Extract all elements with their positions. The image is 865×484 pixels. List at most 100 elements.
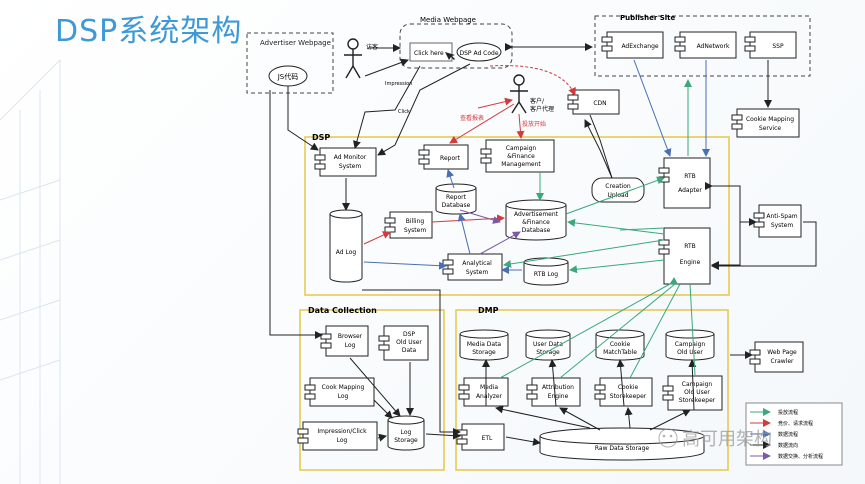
campaign-storekeeper-label-3: Storekeeper (679, 397, 716, 404)
media-webpage-label: Media Webpage (420, 16, 476, 24)
legend-label-4: 数据流向 (778, 442, 798, 449)
customer-label-2: 客户代理 (530, 105, 554, 113)
media-data-storage-label-1: Media Data (467, 341, 502, 348)
click-here-box[interactable] (409, 42, 453, 62)
impression-click-log-label-2: Log (337, 437, 348, 444)
campaign-old-user-label-1: Campaign (675, 341, 706, 348)
attribution-engine-label-1: Attribution (542, 384, 574, 391)
analytical-system-box (447, 253, 503, 281)
browser-log-label-1: Browser (338, 333, 363, 340)
analytical-system-label-1: Analytical (462, 260, 492, 267)
log-storage-label-2: Storage (394, 437, 418, 444)
cook-mapping-log-label-2: Log (338, 393, 349, 400)
anti-spam-box (758, 204, 802, 238)
visitor-label: 访客 (366, 43, 378, 51)
adfin-db-label-1: Advertisement (514, 211, 559, 218)
adfin-db-label-3: Database (522, 227, 551, 234)
media-analyzer-label-1: Media (480, 384, 498, 391)
click-edge-label: Click (398, 109, 410, 115)
advertiser-webpage-box (246, 32, 334, 94)
dsp-old-user-label-3: Data (402, 347, 417, 354)
anti-spam-label-2: System (771, 222, 794, 229)
browser-log-label-2: Log (345, 342, 356, 349)
connectors (269, 43, 817, 446)
cookie-storekeeper-box (599, 377, 653, 407)
ad-log-label: Ad Log (336, 249, 357, 256)
user-data-storage-cylinder (525, 329, 571, 361)
report-database-cylinder (435, 183, 477, 215)
dsp-ad-code-label: DSP Ad Code (459, 50, 498, 57)
dsp-old-user-label-2: Old User (396, 339, 422, 346)
cookie-matchtable-label-1: Cookie (610, 341, 631, 348)
campaign-storekeeper-label-2: Old User (684, 389, 710, 396)
campaign-start-label: 投放开始 (522, 120, 546, 128)
campaign-storekeeper-label-1: Campaign (682, 381, 713, 388)
cookie-mapping-service-label-2: Service (759, 125, 781, 132)
publisher-site-label: Publisher Site (620, 14, 675, 22)
campaign-finance-box (485, 139, 555, 173)
advertisement-finance-db-cylinder (505, 199, 567, 241)
ad-monitor-label-1: Ad Monitor (334, 154, 367, 161)
report-box (423, 144, 469, 170)
view-report-label: 查看报表 (460, 114, 484, 122)
adexchange-label: AdExchange (621, 43, 658, 50)
legend-label-1: 投放流程 (778, 409, 798, 416)
dsp-region-label: DSP (312, 133, 330, 142)
report-database-label-1: Report (446, 194, 467, 201)
legend-label-5: 数据交换、分析流程 (778, 453, 823, 460)
log-storage-label-1: Log (401, 429, 412, 436)
rtb-engine-label-2: Engine (680, 259, 701, 266)
analytical-system-label-2: System (466, 269, 489, 276)
user-data-storage-label-1: User Data (533, 341, 563, 348)
campaign-finance-label-1: Campaign (506, 145, 537, 152)
campaign-old-user-label-2: Old User (677, 349, 703, 356)
log-storage-cylinder (387, 415, 425, 451)
rtb-adapter-label-2: Adapter (678, 187, 702, 194)
ssp-label: SSP (772, 43, 784, 50)
wechat-icon (658, 428, 678, 448)
dmp-region-label: DMP (478, 306, 499, 315)
ad-monitor-box (319, 147, 377, 177)
customer-actor-icon (510, 74, 528, 114)
campaign-finance-label-2: &Finance (507, 153, 535, 160)
cookie-storekeeper-label-2: Storekeeper (610, 393, 647, 400)
adnetwork-box (679, 31, 737, 59)
etl-box (461, 423, 505, 451)
legend-label-3: 数据流程 (778, 431, 798, 438)
ad-monitor-label-2: System (339, 163, 362, 170)
billing-system-box (389, 211, 433, 239)
page-title: DSP系统架构 (55, 14, 243, 49)
billing-system-label-1: Billing (406, 218, 425, 225)
campaign-old-user-cylinder (665, 329, 715, 361)
dsp-ad-code-ellipse (456, 42, 502, 62)
raw-data-storage-label: Raw Data Storage (595, 445, 650, 452)
impression-click-log-box (302, 421, 378, 451)
campaign-finance-label-3: Management (501, 161, 541, 168)
web-page-crawler-label-1: Web Page (767, 349, 797, 356)
media-data-storage-label-2: Storage (472, 349, 496, 356)
cookie-mapping-service-label-1: Cookie Mapping (746, 116, 794, 123)
adfin-db-label-2: &Finance (522, 219, 550, 226)
rtb-adapter-box (663, 157, 711, 209)
media-analyzer-label-2: Analyzer (476, 393, 503, 400)
cook-mapping-log-label-1: Cook Mapping (322, 384, 365, 391)
rtb-engine-box (663, 227, 711, 285)
customer-label-1: 客户/ (530, 97, 545, 105)
js-code-label: JS代码 (277, 72, 299, 81)
cursor-icon (445, 52, 455, 60)
user-data-storage-label-2: Storage (536, 349, 560, 356)
cookie-matchtable-label-2: MatchTable (603, 349, 637, 356)
watermark-text: 高可用架构 (682, 429, 772, 450)
rtb-log-label: RTB Log (534, 271, 558, 278)
dsp-old-user-label-1: DSP (403, 331, 415, 338)
legend-label-2: 竞价、请求流程 (778, 420, 813, 427)
adexchange-box (606, 31, 664, 59)
creation-upload-box (591, 177, 645, 203)
billing-system-label-2: System (404, 227, 427, 234)
visitor-actor-icon (344, 38, 362, 79)
ssp-box (749, 31, 797, 59)
impression-click-log-label-1: Impression/Click (317, 428, 367, 435)
click-here-label: Click here (414, 50, 444, 57)
etl-label: ETL (482, 435, 493, 442)
wechat-watermark: 高可用架构 (658, 428, 772, 450)
